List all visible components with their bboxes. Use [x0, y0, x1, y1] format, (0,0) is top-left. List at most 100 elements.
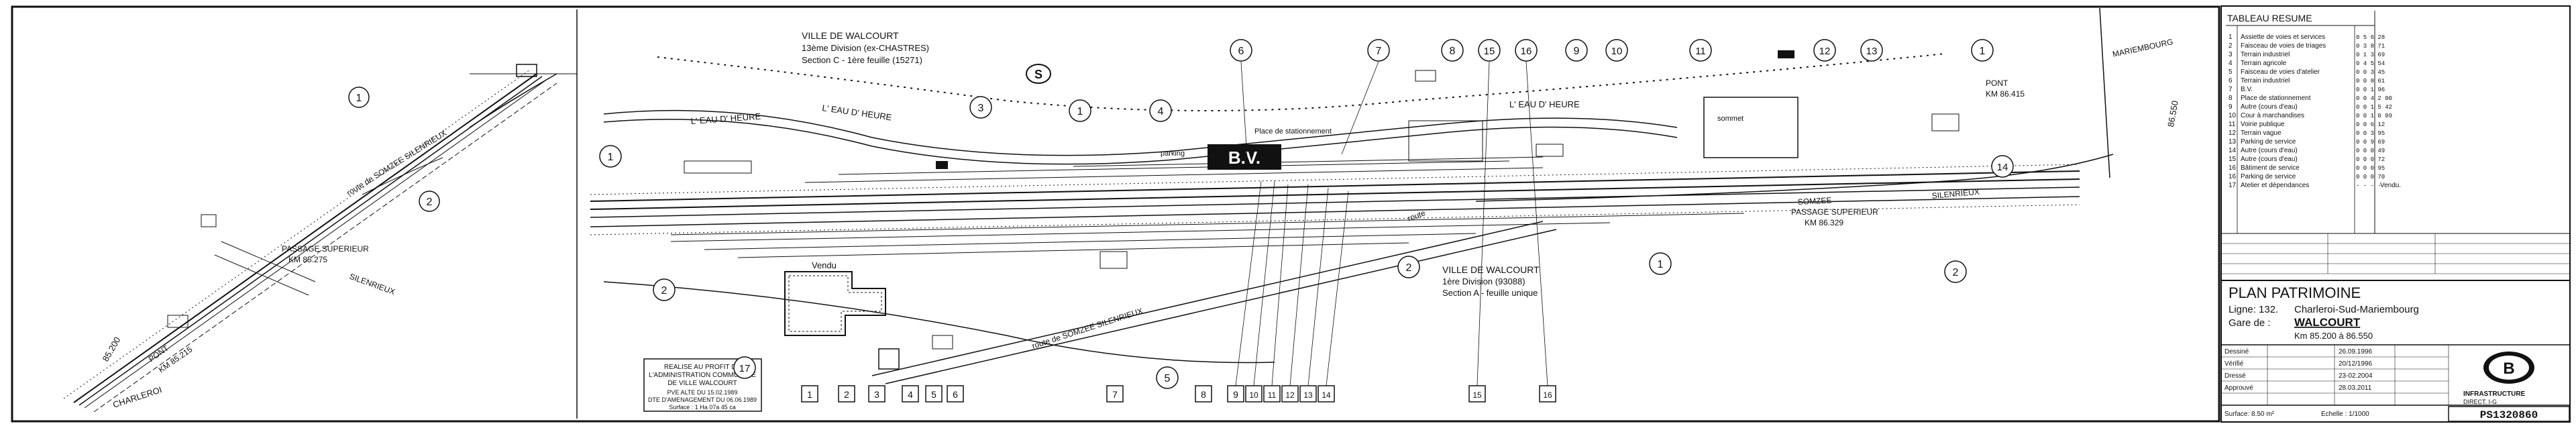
svg-text:0 0 0 72: 0 0 0 72 [2356, 156, 2385, 163]
callout-main-1c: 1 [1971, 39, 1994, 62]
eau-heure-label-2: L' EAU D' HEURE [822, 103, 893, 122]
km-right-label: 86.550 [2165, 100, 2180, 128]
bottom-box-13: 13 [1299, 385, 1317, 403]
silenrieux-label-1: SILENRIEUX [348, 272, 396, 297]
svg-text:Atelier et dépendances: Atelier et dépendances [2241, 182, 2309, 189]
callout-main-2: 2 [653, 278, 676, 301]
date-1: 26.09.1996 [2339, 348, 2372, 356]
signature-grid [2221, 345, 2449, 405]
svg-text:16: 16 [2229, 164, 2237, 172]
row-approuve: Approuvé [2224, 384, 2253, 392]
svg-text:Faisceau de voies de triages: Faisceau de voies de triages [2241, 42, 2326, 50]
note-box: REALISE AU PROFIT DE L'ADMINISTRATION CO… [643, 358, 762, 412]
echelle-text: Echelle : 1/1000 [2321, 411, 2369, 418]
bv-building [1208, 144, 1281, 170]
svg-text:1: 1 [608, 152, 614, 163]
svg-text:1: 1 [2229, 34, 2233, 41]
svg-text:Terrain industriel: Terrain industriel [2241, 51, 2290, 58]
svg-text:0 0 0 70: 0 0 0 70 [2356, 174, 2385, 180]
svg-text:6: 6 [1238, 46, 1244, 57]
svg-text:0 0 0 95: 0 0 0 95 [2356, 165, 2385, 172]
svg-text:Cour à marchandises: Cour à marchandises [2241, 112, 2304, 119]
callout-2c: 2 [1944, 260, 1967, 283]
callout-6: 6 [1230, 39, 1252, 62]
bv-label: B.V. [1228, 148, 1260, 168]
callout-3: 3 [969, 96, 992, 119]
svg-text:13: 13 [1866, 46, 1878, 57]
org-1: INFRASTRUCTURE [2463, 390, 2526, 398]
small-building-2 [932, 335, 953, 350]
svg-text:6: 6 [2229, 77, 2233, 85]
svg-text:16: 16 [1521, 46, 1532, 57]
vendu-building [784, 271, 886, 336]
small-building-4 [936, 161, 948, 169]
mariembourg-label: MARIEMBOURG [2112, 37, 2174, 59]
svg-text:10: 10 [2229, 112, 2237, 119]
svg-text:8: 8 [1201, 389, 1206, 400]
somzee-label: SOMZEE [1797, 195, 1831, 207]
svg-text:5: 5 [2229, 68, 2233, 76]
svg-text:0 0 6 12: 0 0 6 12 [2356, 121, 2385, 128]
svg-text:4: 4 [1158, 106, 1164, 117]
svg-text:8: 8 [1450, 46, 1456, 57]
bottom-box-3: 3 [868, 385, 885, 403]
svg-text:1: 1 [1980, 46, 1986, 57]
ligne-value: Charleroi-Sud-Mariembourg [2294, 304, 2419, 315]
svg-text:15: 15 [2229, 156, 2237, 163]
svg-text:3: 3 [2229, 51, 2233, 58]
svg-text:14: 14 [1322, 390, 1331, 400]
date-3: 23-02.2004 [2339, 372, 2373, 380]
km-ps-label-2: KM 86.329 [1805, 218, 1843, 227]
svg-text:9: 9 [2229, 103, 2233, 111]
road-lower-1 [603, 281, 1275, 364]
svg-text:L'ADMINISTRATION COMMUNALE: L'ADMINISTRATION COMMUNALE [649, 372, 756, 379]
svg-text:5: 5 [931, 389, 936, 400]
drawing-number: PS1320860 [2480, 409, 2538, 421]
callout-main-1: 1 [599, 145, 622, 168]
svg-text:Terrain industriel: Terrain industriel [2241, 77, 2290, 85]
small-building-8 [1931, 113, 1960, 131]
eau-heure-label-1: L' EAU D' HEURE [690, 111, 761, 126]
svg-text:0 0 1 5 42: 0 0 1 5 42 [2356, 104, 2392, 111]
bottom-box-7: 7 [1106, 385, 1124, 403]
road-lower-2 [871, 221, 1544, 376]
ligne-label: Ligne: 132. [2229, 304, 2278, 315]
km-left-label: 85.200 [101, 335, 123, 364]
svg-text:B.V.: B.V. [2241, 86, 2253, 93]
svg-text:0 0 4 2 00: 0 0 4 2 00 [2356, 95, 2392, 102]
svg-text:Surface : 1 Ha 07a 45 ca: Surface : 1 Ha 07a 45 ca [669, 404, 736, 411]
callout-13: 13 [1860, 39, 1883, 62]
callout-15: 15 [1478, 39, 1501, 62]
svg-text:15: 15 [1472, 390, 1482, 400]
tableau-rows: 1 Assiette de voies et services 0 5 6 28… [2229, 34, 2392, 189]
svg-text:2: 2 [844, 389, 849, 400]
box-leader-lines [1235, 61, 1548, 386]
org-2: DIRECT. I-G [2463, 398, 2497, 405]
tableau-title: TABLEAU RESUME [2227, 13, 2312, 23]
hatched-area-1 [684, 160, 752, 174]
svg-text:0 0 0 49: 0 0 0 49 [2356, 148, 2385, 154]
river-eau-dheure-bank-2 [603, 119, 1678, 165]
passage-superieur-label-2: PASSAGE SUPERIEUR [1791, 207, 1878, 217]
svg-text:Parking de service: Parking de service [2241, 173, 2296, 180]
svg-text:10: 10 [1611, 46, 1623, 57]
callout-8: 8 [1441, 39, 1464, 62]
revision-grid [2221, 233, 2570, 274]
svg-text:11: 11 [1695, 46, 1706, 57]
tableau-vendu: Vendu. [2380, 182, 2401, 189]
boundary-dotted-top [657, 53, 1946, 111]
vendu-label: Vendu [812, 260, 837, 270]
svg-text:14: 14 [2229, 147, 2237, 154]
svg-text:12: 12 [2229, 129, 2237, 137]
svg-text:7: 7 [2229, 86, 2233, 93]
lower-division: 1ère Division (93088) [1442, 276, 1525, 286]
bottom-box-10: 10 [1245, 385, 1263, 403]
place-parking-area [1408, 120, 1483, 162]
svg-text:DTE D'AMENAGEMENT DU 06.06.198: DTE D'AMENAGEMENT DU 06.06.1989 [648, 396, 757, 403]
header-ville: VILLE DE WALCOURT [802, 30, 899, 41]
eau-heure-label-3: L' EAU D' HEURE [1509, 99, 1580, 109]
charleroi-label: CHARLEROI [111, 384, 163, 410]
svg-text:17: 17 [2229, 182, 2237, 189]
svg-text:0 5 6 28: 0 5 6 28 [2356, 34, 2385, 41]
